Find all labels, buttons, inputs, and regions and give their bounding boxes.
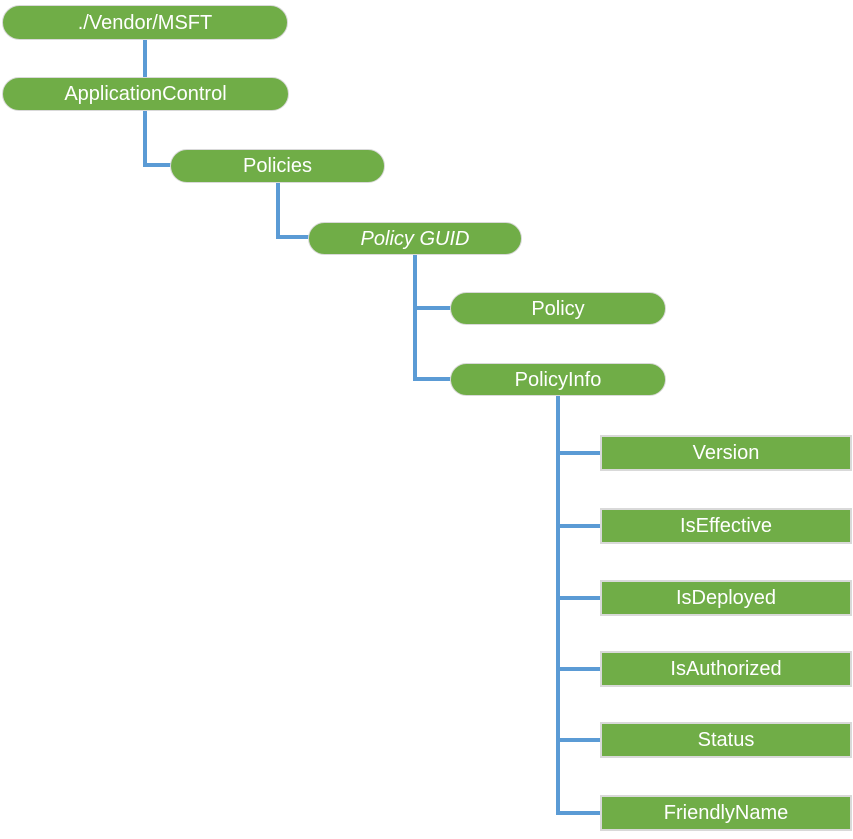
node-status-label: Status: [697, 729, 755, 751]
connector-policies-to-policyguid-horizontal: [276, 235, 309, 239]
connector-policyguid-trunk: [413, 254, 417, 381]
node-application-control-label: ApplicationControl: [64, 83, 227, 105]
node-iseffective: IsEffective: [600, 508, 852, 544]
node-friendlyname: FriendlyName: [600, 795, 852, 831]
connector-applicationcontrol-to-policies-vertical: [143, 110, 147, 167]
connector-policyguid-to-policyinfo: [413, 377, 451, 381]
node-vendor-msft: ./Vendor/MSFT: [2, 5, 288, 40]
connector-policyinfo-to-version: [556, 451, 601, 455]
connector-policyinfo-to-isdeployed: [556, 596, 601, 600]
node-isauthorized: IsAuthorized: [600, 651, 852, 687]
connector-root-to-applicationcontrol: [143, 39, 147, 78]
node-policy-guid: Policy GUID: [308, 222, 522, 255]
node-isdeployed: IsDeployed: [600, 580, 852, 616]
node-iseffective-label: IsEffective: [680, 515, 772, 537]
node-policy-info-label: PolicyInfo: [514, 368, 602, 391]
node-status: Status: [600, 722, 852, 758]
connector-policyinfo-trunk: [556, 395, 560, 815]
connector-policies-to-policyguid-vertical: [276, 182, 280, 239]
node-policy-guid-label: Policy GUID: [360, 227, 470, 250]
connector-policyinfo-to-status: [556, 738, 601, 742]
connector-policyinfo-to-iseffective: [556, 524, 601, 528]
connector-policyinfo-to-friendlyname: [556, 811, 601, 815]
node-friendlyname-label: FriendlyName: [663, 802, 789, 824]
node-vendor-msft-label: ./Vendor/MSFT: [77, 11, 213, 34]
node-isdeployed-label: IsDeployed: [675, 587, 777, 609]
node-application-control: ApplicationControl: [2, 77, 289, 111]
node-policies-label: Policies: [243, 155, 312, 177]
node-policy-label: Policy: [531, 297, 585, 320]
node-policies: Policies: [170, 149, 385, 183]
connector-applicationcontrol-to-policies-horizontal: [143, 163, 171, 167]
connector-policyguid-to-policy: [413, 306, 451, 310]
node-isauthorized-label: IsAuthorized: [670, 658, 782, 680]
node-policy-info: PolicyInfo: [450, 363, 666, 396]
node-version: Version: [600, 435, 852, 471]
node-policy: Policy: [450, 292, 666, 325]
node-version-label: Version: [692, 442, 760, 464]
connector-policyinfo-to-isauthorized: [556, 667, 601, 671]
